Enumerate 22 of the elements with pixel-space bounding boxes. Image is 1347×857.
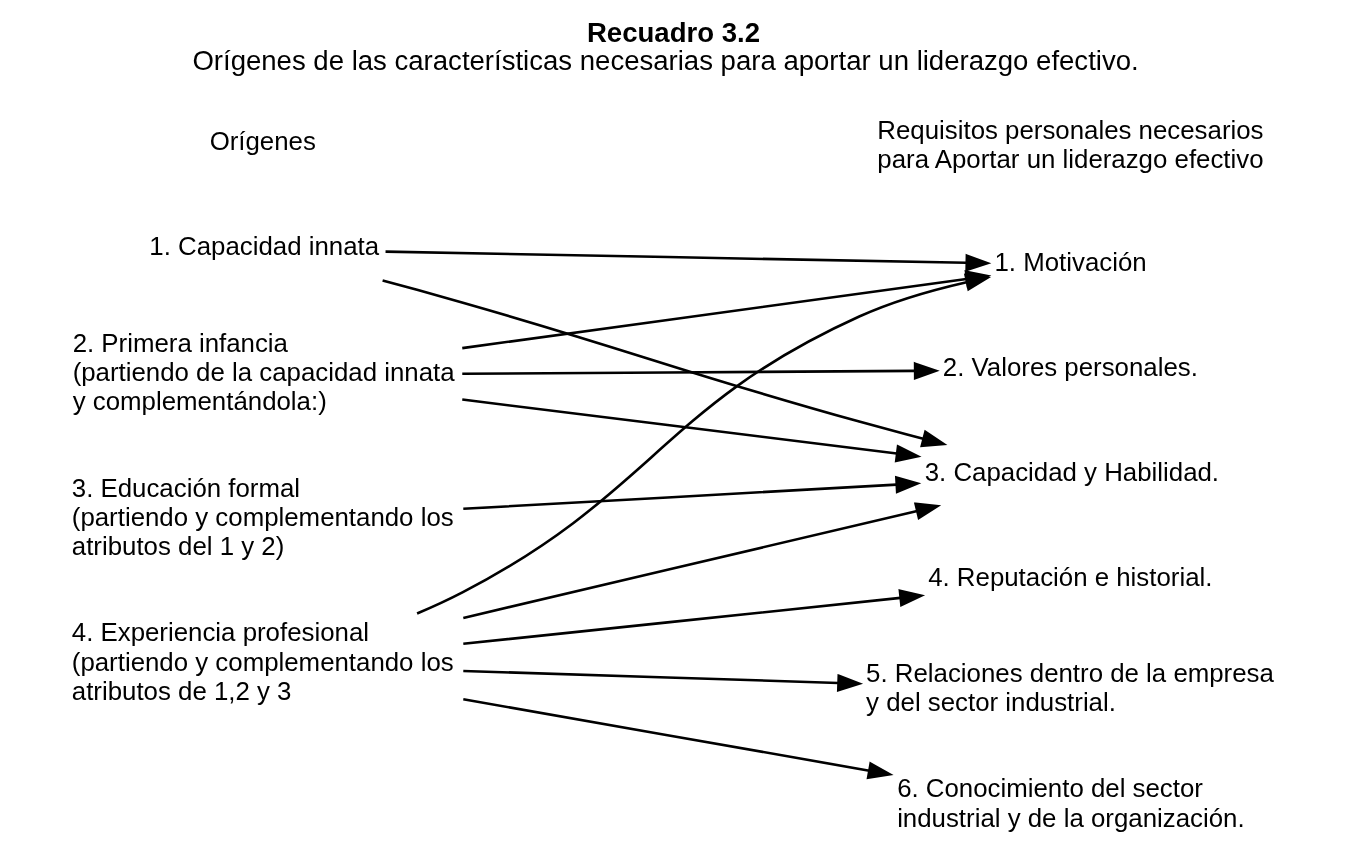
arrow bbox=[461, 361, 940, 380]
arrow bbox=[461, 398, 921, 463]
arrow bbox=[462, 502, 941, 620]
arrow bbox=[416, 273, 991, 615]
label: Orígenes bbox=[209, 127, 316, 156]
arrow bbox=[462, 698, 894, 780]
arrow bbox=[385, 250, 991, 272]
arrow bbox=[381, 279, 947, 448]
node-text: 4. Reputación e historial. bbox=[927, 563, 1212, 592]
node-text: 3. Capacidad y Habilidad. bbox=[924, 458, 1219, 487]
node-text: 6. Conocimiento del sector industrial y de la organización. bbox=[896, 774, 1245, 832]
node-text: 1. Motivación bbox=[993, 247, 1147, 276]
node-text: 5. Relaciones dentro de la empresa y del sector industrial. bbox=[865, 658, 1274, 717]
node-text: 4. Experiencia profesional (partiendo y complementando los atributos de 1,2 y 3 bbox=[71, 618, 454, 705]
node-text: 2. Primera infancia (partiendo de la capacidad innata y complementándola:) bbox=[72, 328, 455, 416]
arrow bbox=[462, 669, 863, 692]
node-text: 1. Capacidad innata bbox=[148, 232, 379, 261]
node-text: 2. Valores personales. bbox=[942, 352, 1198, 381]
arrow bbox=[462, 475, 921, 511]
label: Requisitos personales necesarios para Aportar un liderazgo efectivo bbox=[876, 116, 1264, 174]
arrow bbox=[462, 589, 925, 646]
node-text: 3. Educación formal (partiendo y complementando los atributos del 1 y 2) bbox=[71, 473, 454, 561]
